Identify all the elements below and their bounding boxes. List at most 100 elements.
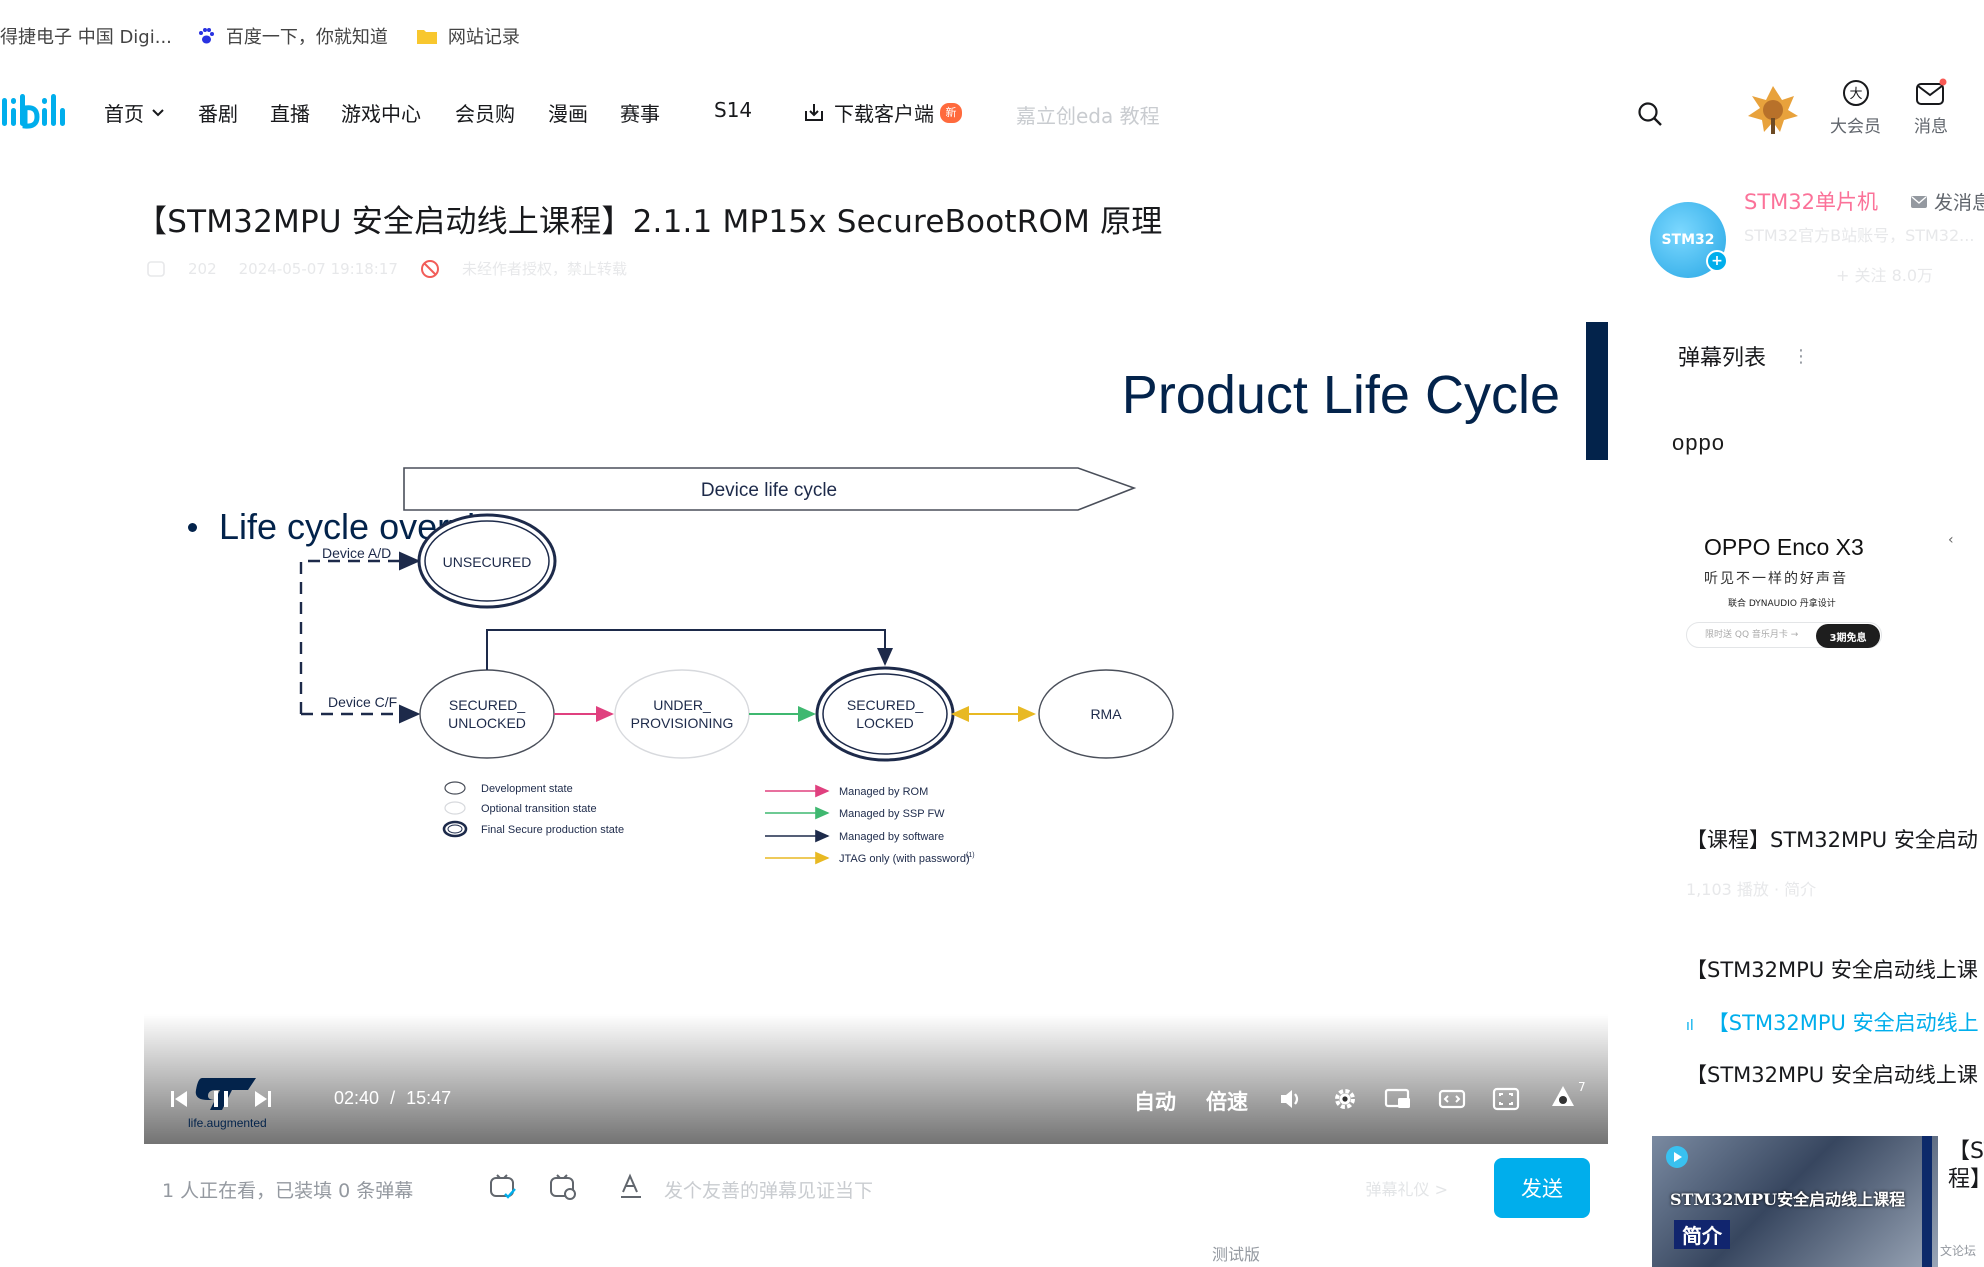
follow-button[interactable]: + 关注 8.0万 <box>1836 266 1934 285</box>
viewer-info: 1 人正在看，已装填 0 条弹幕 <box>162 1180 414 1202</box>
playlist-item-active[interactable]: ıl【STM32MPU 安全启动线上 <box>1686 1007 1979 1037</box>
repost-notice: 未经作者授权，禁止转载 <box>461 260 627 278</box>
speed-button[interactable]: 倍速 <box>1206 1086 1248 1116</box>
fullscreen-button[interactable] <box>1492 1086 1520 1112</box>
widescreen-button[interactable] <box>1438 1086 1466 1112</box>
danmaku-settings-icon <box>548 1172 578 1202</box>
no-repost-icon <box>420 259 440 279</box>
danmaku-settings[interactable] <box>548 1172 578 1206</box>
danmaku-etiquette-link[interactable]: 弹幕礼仪 > <box>1365 1180 1449 1199</box>
play-pause-button[interactable] <box>210 1088 232 1110</box>
time-separator: / <box>390 1088 396 1108</box>
vip-glyph: 大 <box>1849 87 1862 102</box>
ad-banner[interactable]: oppo ‹ OPPO Enco X3 听见不一样的好声音 联合 DYNAUDI… <box>1672 420 1984 660</box>
nav-mall[interactable]: 会员购 <box>455 98 515 127</box>
player-controls: 02:40 / 15:47 自动 倍速 7 <box>144 1064 1608 1144</box>
pip-button[interactable] <box>1384 1086 1412 1112</box>
nav-anime[interactable]: 番剧 <box>198 98 238 127</box>
danmaku-bar: 1 人正在看，已装填 0 条弹幕 发个友善的弹幕见证当下 弹幕礼仪 > 发送 <box>144 1144 1608 1228</box>
slide-title: Product Life Cycle <box>1121 365 1560 425</box>
svg-text:SECURED_: SECURED_ <box>449 697 525 713</box>
legend-transition: Optional transition state <box>481 803 597 815</box>
bookmark-folder[interactable]: 网站记录 <box>416 23 520 49</box>
more-vertical-icon[interactable]: ⋮ <box>1792 345 1811 367</box>
messages-button[interactable]: 消息 <box>1914 78 1948 137</box>
device-life-cycle-label: Device life cycle <box>701 480 837 501</box>
nav-live[interactable]: 直播 <box>270 98 310 127</box>
bookmark-label: 得捷电子 中国 Digi... <box>0 27 172 48</box>
bookmark-baidu[interactable]: 百度一下，你就知道 <box>196 23 388 49</box>
danmaku-list-header[interactable]: 弹幕列表 ⋮ <box>1678 340 1810 372</box>
recommended-thumbnail[interactable]: STM32MPU安全启动线上课程 简介 <box>1652 1136 1938 1267</box>
chevron-down-icon <box>152 108 164 117</box>
legend-jtag: JTAG only (with password) <box>839 853 970 865</box>
thumbnail-caption: STM32MPU安全启动线上课程 <box>1670 1190 1906 1209</box>
search-button[interactable] <box>1636 100 1664 128</box>
speed-label: 倍速 <box>1206 1090 1248 1114</box>
danmaku-count: 7 <box>1578 1080 1586 1094</box>
user-avatar[interactable] <box>1746 82 1800 136</box>
prev-button[interactable] <box>168 1088 190 1110</box>
quality-label: 自动 <box>1134 1090 1176 1114</box>
bookmark-label: 网站记录 <box>447 27 520 48</box>
top-nav: 首页 番剧 直播 游戏中心 会员购 漫画 赛事 S14 下载客户端 新 嘉立创e… <box>0 78 1984 150</box>
send-message-button[interactable]: 发消息 <box>1910 188 1984 215</box>
mail-icon <box>1910 195 1928 209</box>
uploader-avatar[interactable]: STM32 + <box>1650 202 1728 278</box>
bilibili-logo[interactable] <box>0 88 70 138</box>
chevron-left-icon[interactable]: ‹ <box>1948 532 1954 548</box>
nav-manga[interactable]: 漫画 <box>548 98 588 127</box>
controls-gradient <box>144 1014 1608 1144</box>
gear-icon <box>1332 1086 1358 1112</box>
danmaku-input[interactable]: 发个友善的弹幕见证当下 <box>664 1176 873 1203</box>
legend-ssp: Managed by SSP FW <box>839 808 945 820</box>
volume-icon <box>1278 1086 1304 1112</box>
danmaku-toggle[interactable]: 7 <box>1548 1080 1586 1112</box>
send-label: 发送 <box>1521 1177 1563 1201</box>
device-life-cycle-arrow <box>403 467 1137 511</box>
time-display: 02:40 / 15:47 <box>334 1088 451 1109</box>
video-player[interactable]: Product Life Cycle Life cycle overview D… <box>144 312 1608 1144</box>
send-button[interactable]: 发送 <box>1494 1158 1590 1218</box>
edge-label-device-cf: Device C/F <box>328 694 397 710</box>
st-tagline: life.augmented <box>188 1116 267 1130</box>
playlist-item[interactable]: 【STM32MPU 安全启动线上课 <box>1686 958 1978 982</box>
bookmark-digikey[interactable]: 得捷电子 中国 Digi... <box>0 23 172 49</box>
danmaku-display-toggle[interactable] <box>488 1172 518 1206</box>
play-count-icon <box>146 259 166 279</box>
bullet-dot <box>188 522 197 532</box>
play-badge-icon <box>1664 1144 1690 1170</box>
playlist-item[interactable]: 【课程】STM32MPU 安全启动 <box>1686 828 1978 852</box>
ad-button[interactable]: 3期免息 <box>1816 624 1880 648</box>
uploader-name[interactable]: STM32单片机 <box>1744 190 1878 214</box>
danmaku-on-icon <box>488 1172 518 1202</box>
playlist-item[interactable]: 【STM32MPU 安全启动线上课 <box>1686 1063 1978 1087</box>
send-message-label: 发消息 <box>1934 192 1984 214</box>
nav-game-center[interactable]: 游戏中心 <box>341 98 421 127</box>
legend-final: Final Secure production state <box>481 824 624 836</box>
legend-rom: Managed by ROM <box>839 786 928 798</box>
fullscreen-icon <box>1492 1086 1520 1112</box>
recommended-title[interactable]: 【ST 程】 <box>1948 1139 1984 1192</box>
nav-s14[interactable]: S14 <box>714 98 752 122</box>
duration: 15:47 <box>406 1088 452 1108</box>
skip-previous-icon <box>168 1088 190 1110</box>
picture-in-picture-icon <box>1384 1086 1412 1112</box>
edge-label-device-ad: Device A/D <box>322 545 391 561</box>
search-input[interactable]: 嘉立创eda 教程 <box>1016 100 1160 129</box>
nav-home[interactable]: 首页 <box>104 98 164 127</box>
state-under-provisioning <box>614 669 750 759</box>
nav-esports[interactable]: 赛事 <box>620 98 660 127</box>
current-time: 02:40 <box>334 1088 380 1108</box>
next-button[interactable] <box>252 1088 274 1110</box>
ad-brand: oppo <box>1672 430 1725 455</box>
volume-button[interactable] <box>1278 1086 1304 1112</box>
vip-button[interactable]: 大 大会员 <box>1830 78 1881 137</box>
state-secured-locked <box>815 666 955 762</box>
quality-button[interactable]: 自动 <box>1134 1086 1176 1116</box>
nav-download-client[interactable]: 下载客户端 新 <box>802 98 962 127</box>
settings-button[interactable] <box>1332 1086 1358 1112</box>
danmaku-style-button[interactable] <box>618 1172 644 1206</box>
legend-development: Development state <box>481 783 573 795</box>
nav-home-label: 首页 <box>104 102 144 126</box>
